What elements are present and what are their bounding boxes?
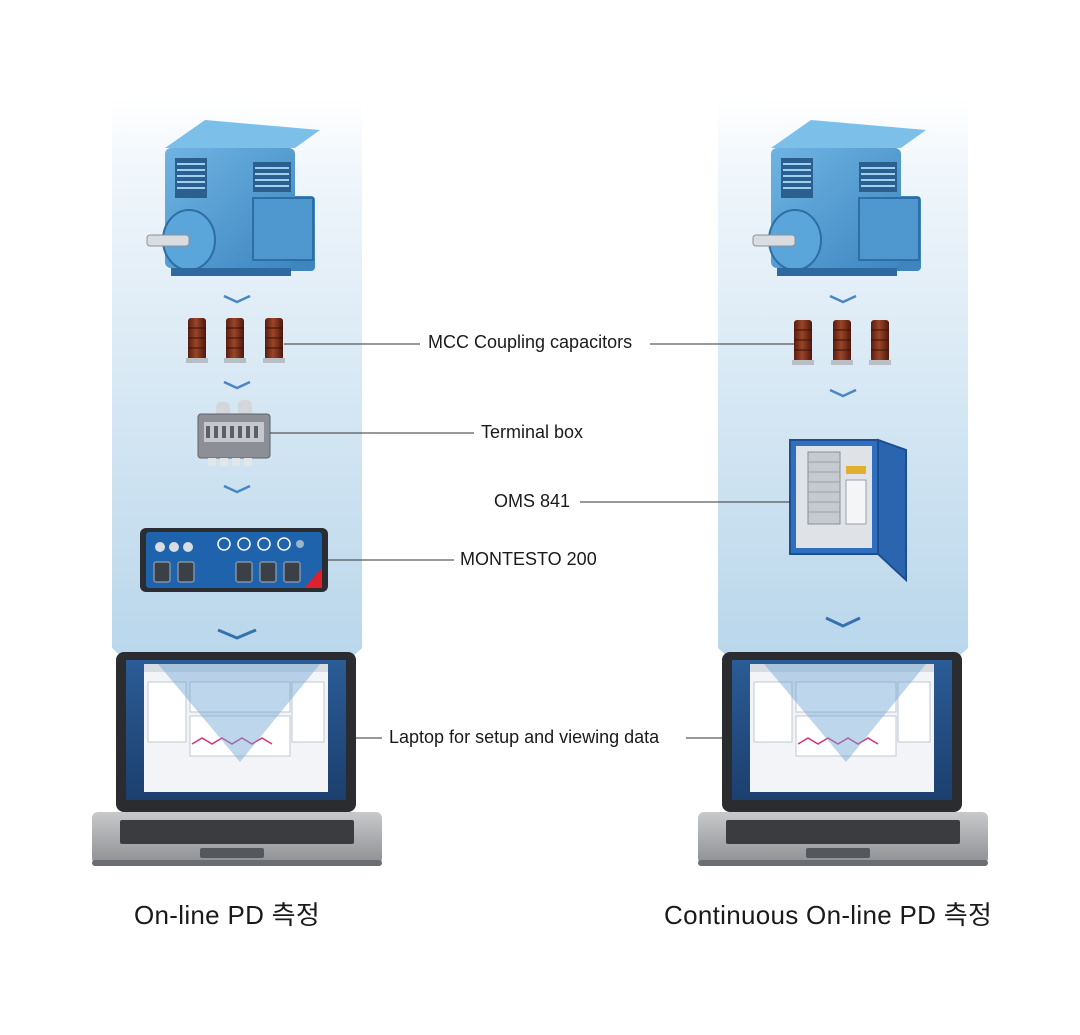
caption-right: Continuous On-line PD 측정 <box>664 900 993 930</box>
coupling-capacitor-icon <box>186 318 208 363</box>
montesto-device-icon <box>140 528 328 592</box>
coupling-capacitor-icon <box>869 320 891 365</box>
label-montesto-200: MONTESTO 200 <box>460 549 597 569</box>
chevron-down-icon <box>829 294 857 304</box>
coupling-capacitor-icon <box>792 320 814 365</box>
chevron-down-icon <box>829 388 857 398</box>
label-laptop: Laptop for setup and viewing data <box>389 727 660 747</box>
coupling-capacitor-icon <box>263 318 285 363</box>
chevron-down-icon <box>825 616 861 628</box>
laptop-icon <box>698 652 988 866</box>
chevron-down-icon <box>217 628 257 640</box>
left-column <box>92 98 474 866</box>
right-column <box>580 98 988 866</box>
coupling-capacitor-icon <box>831 320 853 365</box>
caption-left: On-line PD 측정 <box>134 900 321 930</box>
coupling-capacitor-icon <box>224 318 246 363</box>
chevron-down-icon <box>223 380 251 390</box>
terminal-box-icon <box>197 400 271 466</box>
oms-cabinet-icon <box>789 438 907 583</box>
laptop-icon <box>92 652 382 866</box>
electric-motor-icon <box>752 120 926 276</box>
electric-motor-icon <box>146 120 320 276</box>
label-coupling-capacitors: MCC Coupling capacitors <box>428 332 633 352</box>
label-oms-841: OMS 841 <box>494 491 571 511</box>
chevron-down-icon <box>223 294 251 304</box>
chevron-down-icon <box>223 484 251 494</box>
label-terminal-box: Terminal box <box>481 422 584 442</box>
